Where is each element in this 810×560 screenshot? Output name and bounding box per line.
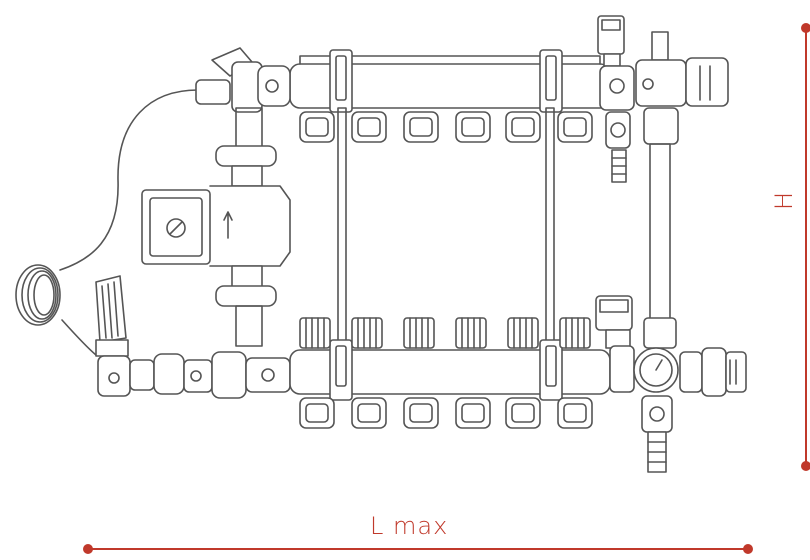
- air-vent-lower: [595, 295, 633, 349]
- drain-valve-lower: [641, 395, 673, 473]
- supply-connection: [195, 47, 291, 149]
- tie-rods: [337, 107, 555, 349]
- height-endpoint-top: [801, 23, 810, 33]
- lower-manifold-bar: [289, 339, 611, 401]
- height-endpoint-bottom: [801, 461, 810, 471]
- dimension-lines: [83, 23, 810, 554]
- air-vent-upper: [597, 15, 635, 183]
- mixing-valve: [97, 351, 291, 399]
- length-dimension-label: L max: [370, 512, 449, 540]
- length-endpoint-left: [83, 544, 93, 554]
- length-endpoint-right: [743, 544, 753, 554]
- thermostatic-head: [95, 275, 129, 357]
- height-dimension-label: H: [770, 191, 798, 210]
- capillary-sensor: [15, 89, 199, 356]
- upper-manifold-bar: [289, 49, 611, 113]
- lower-outlets: [299, 397, 593, 429]
- upper-outlets: [299, 111, 593, 143]
- thermometer: [609, 317, 747, 397]
- drain-valve-upper: [635, 31, 729, 339]
- flow-meter-caps: [299, 317, 591, 349]
- circulation-pump: [141, 145, 291, 347]
